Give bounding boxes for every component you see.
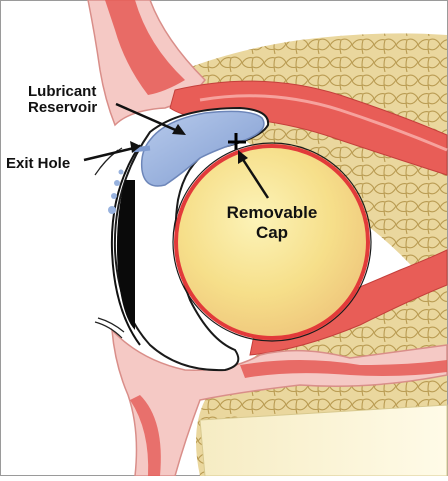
label-exit-hole: Exit Hole	[6, 155, 70, 172]
label-lubricant-reservoir-line1: Lubricant	[28, 83, 96, 100]
label-lubricant-reservoir-line2: Reservoir	[28, 99, 97, 116]
label-removable-cap-line2: Cap	[256, 223, 288, 242]
orbital-implant-sphere	[176, 146, 368, 338]
label-removable-cap-line1: Removable	[227, 203, 318, 222]
